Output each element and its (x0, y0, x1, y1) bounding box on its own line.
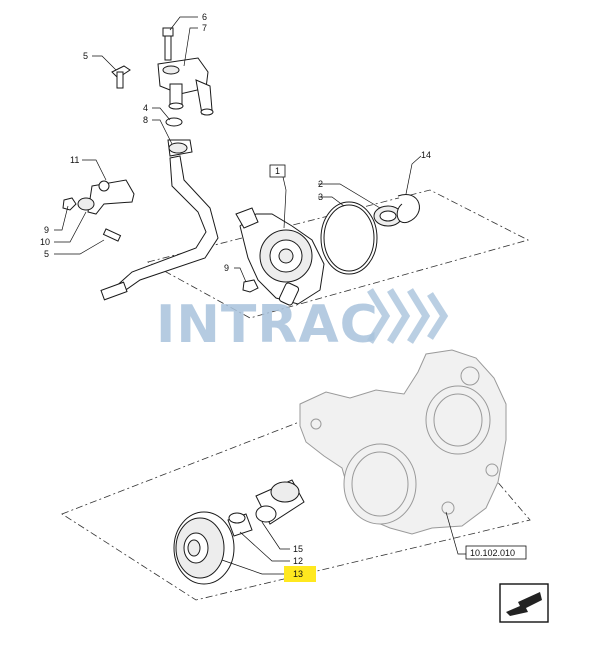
callout-8: 8 (143, 115, 148, 125)
callout-labels: 6 7 5 4 8 11 9 10 5 1 2 3 14 9 15 12 13 … (40, 12, 527, 582)
callout-5-bottom: 5 (44, 249, 49, 259)
callout-7: 7 (202, 23, 207, 33)
callout-10: 10 (40, 237, 50, 247)
callout-13: 13 (293, 569, 303, 579)
callout-1: 1 (275, 166, 280, 176)
callout-3: 3 (318, 192, 323, 202)
watermark-text: INTRAC (156, 295, 379, 355)
callout-6: 6 (202, 12, 207, 22)
callout-14: 14 (421, 150, 431, 160)
reference-label: 10.102.010 (470, 548, 515, 558)
callout-11: 11 (70, 155, 79, 165)
callout-5-top: 5 (83, 51, 88, 61)
callout-4: 4 (143, 103, 148, 113)
assembly-outline-upper (146, 189, 530, 319)
reference-box (465, 545, 527, 560)
callout-2: 2 (318, 179, 323, 189)
highlight-box (284, 566, 316, 582)
callout-1-box (269, 164, 286, 178)
intrac-watermark: INTRAC (156, 288, 449, 355)
water-pump-assembly (235, 194, 420, 306)
timing-cover (299, 349, 507, 535)
leader-lines (54, 16, 466, 575)
callout-9-left: 9 (44, 225, 49, 235)
thermostat-housing (62, 27, 219, 301)
arrow-next-icon[interactable] (499, 583, 549, 623)
callout-15: 15 (293, 544, 303, 554)
callout-12: 12 (293, 556, 303, 566)
callout-9-center: 9 (224, 263, 229, 273)
crankshaft-pulley-assembly (173, 479, 305, 585)
